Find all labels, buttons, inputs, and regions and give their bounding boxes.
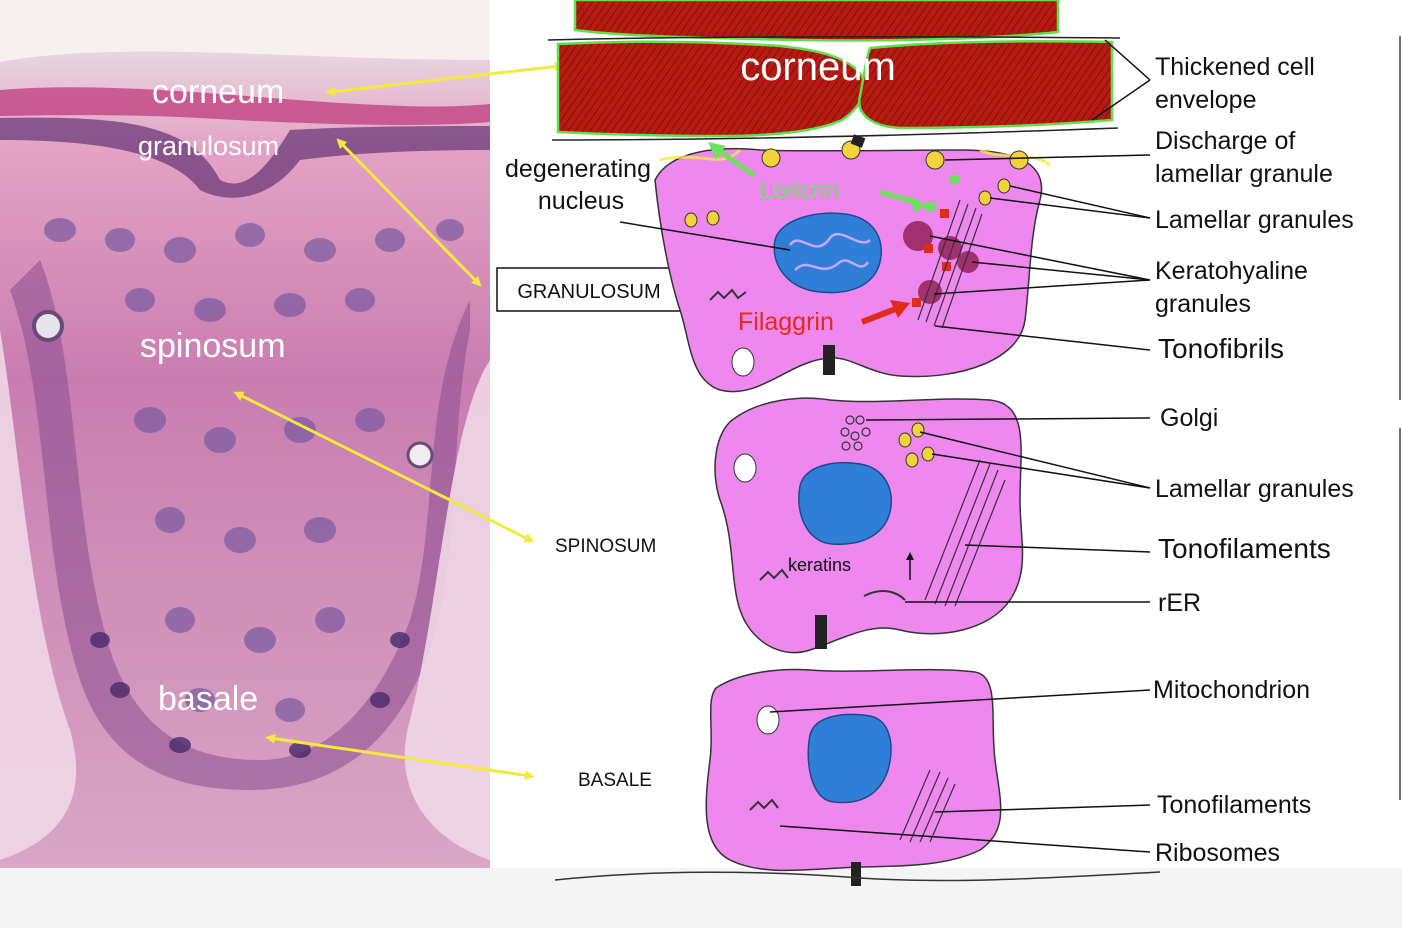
callout-lines — [619, 39, 1151, 853]
histo-label-granulosum: granulosum — [138, 131, 279, 161]
tonofibrils-line — [934, 325, 1151, 351]
callout-ribosomes: Ribosomes — [1155, 839, 1280, 867]
footer-bar — [0, 868, 1402, 928]
callout-thickened-envelope-1: Thickened cell — [1155, 53, 1315, 81]
callout-discharge-2: lamellar granule — [1155, 160, 1333, 188]
layer-label-basale: BASALE — [578, 770, 652, 791]
keratohyaline-line-3 — [933, 279, 1151, 295]
corneum-connector-arrow — [325, 61, 565, 97]
diagram-label-corneum: corneum — [740, 45, 896, 89]
thickened-envelope-line-1 — [1104, 39, 1151, 81]
callout-golgi: Golgi — [1160, 404, 1218, 432]
diagram-label-loricrin: Loricrin — [760, 177, 839, 204]
histo-label-spinosum: spinosum — [140, 327, 286, 365]
diagram-label-filaggrin: Filaggrin — [738, 308, 834, 336]
loricrin-arrows — [708, 142, 928, 212]
callout-tonofibrils: Tonofibrils — [1158, 333, 1284, 364]
diagram-label-keratins: keratins — [788, 555, 851, 575]
basale-cell — [554, 668, 1161, 886]
filaggrin-arrow — [860, 300, 910, 325]
keratohyaline-line-1 — [929, 235, 1151, 281]
basale-connector-arrow — [265, 733, 535, 781]
callout-keratohyaline-1: Keratohyaline — [1155, 257, 1308, 285]
lamellar-granules-line-1a — [1009, 185, 1151, 219]
granulosum-connector-arrow — [336, 138, 482, 287]
tonofilaments-line-1 — [964, 544, 1151, 553]
thickened-envelope-line-2 — [1091, 79, 1151, 121]
granulosum-label-box — [496, 267, 682, 312]
callout-keratohyaline-2: granules — [1155, 290, 1251, 318]
golgi-line — [865, 417, 1151, 421]
granulosum-cell — [654, 134, 1051, 393]
callout-labels: Thickened cell envelope Discharge of lam… — [1153, 53, 1354, 867]
mitochondrion-line — [769, 689, 1151, 713]
layer-label-granulosum: GRANULOSUM — [517, 281, 660, 303]
callout-tonofilaments-2: Tonofilaments — [1157, 791, 1311, 819]
callout-thickened-envelope-2: envelope — [1155, 86, 1256, 114]
spinosum-connector-arrow — [233, 391, 535, 543]
layer-label-spinosum: SPINOSUM — [555, 536, 656, 557]
keratohyaline-line-2 — [971, 261, 1151, 281]
spinosum-cell — [714, 397, 1024, 654]
ribosomes-line — [779, 825, 1151, 853]
discharge-line — [944, 154, 1151, 161]
degenerating-nucleus-line — [619, 221, 791, 251]
callout-rer: rER — [1158, 589, 1201, 617]
lamellar-granules-line-2b — [931, 453, 1151, 489]
diagram-label-nucleus: nucleus — [538, 187, 624, 215]
callout-mitochondrion: Mitochondrion — [1153, 676, 1310, 704]
connector-arrows — [233, 61, 565, 781]
lamellar-granules-line-2a — [919, 431, 1151, 489]
histo-label-basale: basale — [158, 680, 258, 718]
tonofilaments-line-2 — [934, 804, 1151, 813]
corneum-cells — [547, 0, 1121, 141]
callout-discharge-1: Discharge of — [1155, 127, 1295, 155]
lamellar-granules-line-1b — [989, 197, 1151, 219]
diagram-label-degenerating: degenerating — [505, 155, 651, 183]
histo-label-corneum: corneum — [152, 73, 284, 111]
callout-lamellar-granules-1: Lamellar granules — [1155, 206, 1354, 234]
callout-tonofilaments-1: Tonofilaments — [1158, 533, 1331, 564]
callout-lamellar-granules-2: Lamellar granules — [1155, 475, 1354, 503]
